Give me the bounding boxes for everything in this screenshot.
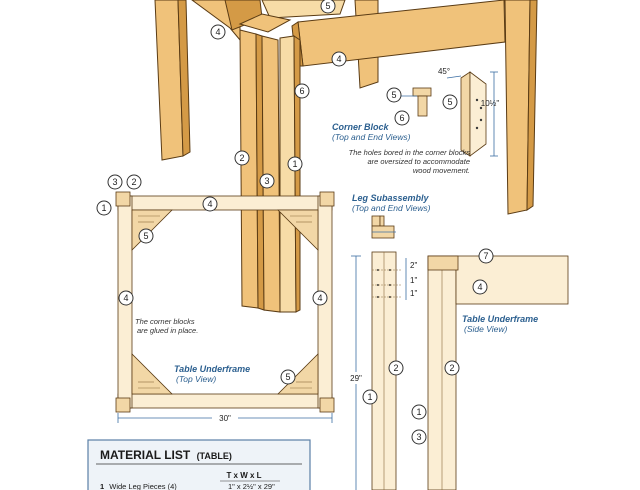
svg-text:2: 2 bbox=[393, 363, 398, 373]
svg-text:4: 4 bbox=[207, 199, 212, 209]
material-list: MATERIAL LIST (TABLE) T x W x L 1 Wide L… bbox=[87, 439, 311, 490]
underframe-width: 30" bbox=[219, 414, 231, 423]
callout-1-leg: 1 bbox=[287, 156, 303, 172]
svg-text:2: 2 bbox=[239, 153, 244, 163]
callout-1-side-right: 1 bbox=[411, 404, 427, 420]
corner-block-length: 10½" bbox=[481, 99, 500, 108]
underframe-top-view bbox=[115, 191, 335, 423]
callout-6-corner: 6 bbox=[394, 110, 410, 126]
callout-4-side: 4 bbox=[472, 279, 488, 295]
side-dim-2: 2" bbox=[410, 261, 417, 270]
callout-4-frame-left: 4 bbox=[118, 290, 134, 306]
leg-subassembly-detail bbox=[371, 215, 396, 239]
corner-block-title: Corner Block bbox=[332, 122, 390, 132]
callout-2-side-left: 2 bbox=[388, 360, 404, 376]
height-dim-bg bbox=[344, 372, 368, 384]
underframe-side-view bbox=[351, 251, 569, 490]
underframe-side-title: Table Underframe bbox=[462, 314, 538, 324]
svg-text:4: 4 bbox=[215, 27, 220, 37]
callout-4-top-right: 4 bbox=[331, 51, 347, 67]
callout-6-top: 6 bbox=[294, 83, 310, 99]
corner-block-note-2: are oversized to accommodate bbox=[367, 157, 470, 166]
svg-text:5: 5 bbox=[391, 90, 396, 100]
callout-3-frame: 3 bbox=[107, 174, 123, 190]
svg-text:2: 2 bbox=[131, 177, 136, 187]
leg-3d-illustration bbox=[154, 0, 538, 313]
svg-text:6: 6 bbox=[299, 86, 304, 96]
svg-text:3: 3 bbox=[416, 432, 421, 442]
underframe-top-subtitle: (Top View) bbox=[176, 374, 216, 384]
corner-block-subtitle: (Top and End Views) bbox=[332, 132, 411, 142]
svg-text:4: 4 bbox=[477, 282, 482, 292]
callout-2-leg: 2 bbox=[234, 150, 250, 166]
svg-text:1: 1 bbox=[101, 203, 106, 213]
svg-text:1: 1 bbox=[416, 407, 421, 417]
callout-5-corner-end: 5 bbox=[442, 94, 458, 110]
corner-block-note-1: The holes bored in the corner blocks bbox=[349, 148, 471, 157]
svg-text:3: 3 bbox=[112, 177, 117, 187]
callout-4-top-left: 4 bbox=[210, 24, 226, 40]
svg-text:1: 1 bbox=[292, 159, 297, 169]
callout-4-frame-top: 4 bbox=[202, 196, 218, 212]
callout-1-side-left: 1 bbox=[362, 389, 378, 405]
side-dim-1b: 1" bbox=[410, 289, 417, 298]
callout-7-side: 7 bbox=[478, 248, 494, 264]
side-dim-1a: 1" bbox=[410, 276, 417, 285]
callout-2-side-right: 2 bbox=[444, 360, 460, 376]
material-list-header: T x W x L bbox=[226, 471, 261, 480]
leg-subassembly-subtitle: (Top and End Views) bbox=[352, 203, 431, 213]
callout-5-corner-top: 5 bbox=[386, 87, 402, 103]
callout-5-frame-bottom: 5 bbox=[280, 369, 296, 385]
svg-text:5: 5 bbox=[447, 97, 452, 107]
callout-3-side: 3 bbox=[411, 429, 427, 445]
svg-text:5: 5 bbox=[325, 1, 330, 11]
callout-5-top: 5 bbox=[320, 0, 336, 14]
underframe-top-title: Table Underframe bbox=[174, 364, 250, 374]
callout-5-frame-top: 5 bbox=[138, 228, 154, 244]
callout-4-frame-right: 4 bbox=[312, 290, 328, 306]
corner-block-detail bbox=[400, 71, 498, 157]
svg-text:5: 5 bbox=[143, 231, 148, 241]
underframe-note-2: are glued in place. bbox=[137, 326, 198, 335]
corner-block-angle: 45° bbox=[438, 67, 450, 76]
svg-text:1: 1 bbox=[367, 392, 372, 402]
leg-subassembly-title: Leg Subassembly bbox=[352, 193, 430, 203]
callout-2-frame: 2 bbox=[126, 174, 142, 190]
svg-text:4: 4 bbox=[336, 54, 341, 64]
svg-text:4: 4 bbox=[123, 293, 128, 303]
callout-3-leg: 3 bbox=[259, 173, 275, 189]
width-dim-bg bbox=[212, 412, 238, 424]
callout-1-frame: 1 bbox=[96, 200, 112, 216]
underframe-height: 29" bbox=[350, 374, 362, 383]
svg-text:7: 7 bbox=[483, 251, 488, 261]
svg-text:6: 6 bbox=[399, 113, 404, 123]
corner-block-note-3: wood movement. bbox=[413, 166, 470, 175]
underframe-side-subtitle: (Side View) bbox=[464, 324, 507, 334]
svg-text:4: 4 bbox=[317, 293, 322, 303]
material-list-row-dims: 1" x 2½" x 29" bbox=[228, 482, 275, 490]
material-list-row: 1 Wide Leg Pieces (4) bbox=[100, 482, 177, 490]
svg-text:3: 3 bbox=[264, 176, 269, 186]
underframe-note-1: The corner blocks bbox=[135, 317, 195, 326]
material-list-title: MATERIAL LIST (TABLE) bbox=[100, 448, 232, 462]
svg-text:2: 2 bbox=[449, 363, 454, 373]
svg-text:5: 5 bbox=[285, 372, 290, 382]
